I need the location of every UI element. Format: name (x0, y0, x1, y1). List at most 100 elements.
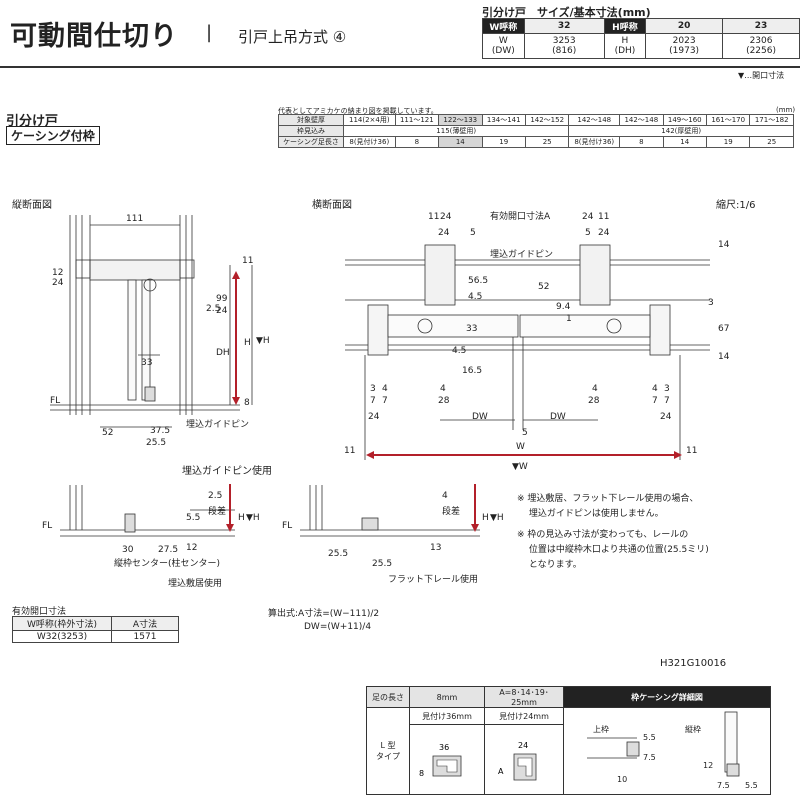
spec-cell: 8 (394, 136, 440, 148)
dw-label-1: DW (472, 412, 488, 422)
dw-label-2: DW (550, 412, 566, 422)
pin-label: 埋込ガイドピン (186, 419, 249, 430)
spec-cell: 142〜152 (524, 114, 570, 126)
note-line: ※ 埋込敷居、フラット下レール使用の場合、 (517, 494, 699, 504)
bt-d5-5a: 5.5 (643, 733, 656, 742)
spec-cell: 8(見付け36) (343, 136, 396, 148)
bt-d36: 36 (439, 743, 449, 752)
h-dim-28: 28 (438, 396, 450, 406)
h-dim-16-5: 16.5 (462, 366, 482, 376)
h-dim-4: 4 (382, 384, 388, 394)
dim-dh: DH (216, 348, 230, 358)
sub-h-2: H (482, 513, 489, 523)
sub-vh-2: ▼H (490, 513, 504, 523)
h-dim-4b: 4 (440, 384, 446, 394)
step-label-1: 段差 (208, 505, 226, 517)
bt-d5-5b: 5.5 (745, 781, 758, 790)
bt-casing-detail: 枠ケーシング詳細図 (563, 686, 771, 708)
sub-fl-2: FL (282, 521, 292, 531)
spec-cell: 115(薄壁用) (342, 125, 570, 137)
note-line: 埋込ガイドピンは使用しません。 (517, 509, 664, 519)
bt-d12: 12 (703, 761, 713, 770)
h-dim-4c: 4 (592, 384, 598, 394)
w-sub-value: 3253(816) (523, 33, 605, 59)
opening-col-a: A寸法 (111, 616, 179, 631)
h-dim-24e: 24 (368, 412, 380, 422)
spec-cell: 142(厚壁用) (568, 125, 794, 137)
bt-8mm: 8mm (409, 686, 485, 708)
rail-use-label: フラット下レール使用 (388, 573, 478, 585)
opening-row-a: 1571 (111, 630, 179, 643)
h-dim-14: 14 (718, 240, 730, 250)
spec-cell: 25 (524, 136, 570, 148)
h-dim-11b: 11 (598, 212, 609, 222)
note-line: となります。 (517, 560, 582, 570)
opening-row-w: W32(3253) (12, 630, 112, 643)
h-dim-24c: 24 (438, 228, 450, 238)
h-dim-11c: 11 (344, 446, 355, 456)
spec-cell: 8 (619, 136, 664, 148)
page-title: 可動間仕切り (10, 21, 178, 52)
vw-label: ▼W (512, 462, 528, 470)
w-label: W呼称 (482, 18, 525, 34)
horizontal-section-label: 横断面図 (312, 200, 352, 211)
dim-11: 11 (242, 256, 253, 266)
horizontal-section-drawing: 11 24 有効開口寸法A 24 11 24 5 5 24 埋込ガイドピン 14… (344, 210, 730, 470)
h-sub-value-20: 2023(1973) (645, 33, 724, 59)
spec-cell: 171〜182 (749, 114, 794, 126)
spec-table: 対象壁厚 114(2×4用) 111〜121 122〜133 134〜141 1… (278, 114, 794, 148)
h-value-23: 23 (722, 18, 800, 34)
h-dim-11d: 11 (686, 446, 697, 456)
h-sub-value-23: 2306(2256) (722, 33, 800, 59)
sub-d5-5: 5.5 (186, 513, 200, 523)
h-dim-4-5: 4.5 (468, 292, 482, 302)
sub-d13: 13 (430, 543, 441, 553)
spec-cell: 19 (481, 136, 526, 148)
sub-d30: 30 (122, 545, 134, 555)
size-table: W呼称 32 H呼称 20 23 W(DW) 3253(816) H(DH) 2… (482, 18, 800, 59)
spec-cell: 19 (705, 136, 751, 148)
bt-detail-cell: 上枠 5.5 7.5 10 縦枠 12 7.5 5.5 (563, 707, 771, 795)
dim-2-5: 2.5 (206, 304, 220, 314)
formula: 算出式:A寸法=(W−111)/2 DW=(W+11)/4 (268, 608, 379, 634)
sub-d25-5a: 25.5 (328, 549, 348, 559)
h-dim-28b: 28 (588, 396, 600, 406)
sub-vh-1: ▼H (246, 513, 260, 523)
h-dim-11: 11 (428, 212, 439, 222)
sub-h-1: H (238, 513, 245, 523)
h-dim-56-5: 56.5 (468, 276, 488, 286)
h-dim-7b: 7 (382, 396, 388, 406)
title-divider: | (206, 22, 213, 43)
h-dim-7c: 7 (652, 396, 658, 406)
pin-use-label: 埋込ガイドピン使用 (182, 466, 272, 477)
page-subtitle: 引戸上吊方式 ④ (238, 28, 347, 46)
product-type: 引分け戸 (6, 114, 59, 129)
drawing-code: H321G10016 (660, 658, 727, 669)
h-value-20: 20 (645, 18, 724, 34)
casing-detail-drawing: 上枠 5.5 7.5 10 縦枠 12 7.5 5.5 (587, 711, 758, 790)
vertical-section-label: 縦断面図 (12, 200, 52, 211)
h-dim-3: 3 (708, 298, 714, 308)
dim-12: 12 (52, 268, 63, 278)
note-line: 位置は中縦枠木口より共通の位置(25.5ミリ) (517, 545, 709, 555)
formula-line-1: 算出式:A寸法=(W−111)/2 (268, 609, 380, 619)
w-label: W (516, 442, 525, 452)
h-dim-9-4: 9.4 (556, 302, 571, 312)
h-dim-5b: 5 (585, 228, 591, 238)
opening-note: ▼…開口寸法 (738, 71, 785, 80)
bt-ltype: L 型タイプ (366, 707, 410, 795)
step-label-2: 段差 (442, 505, 460, 517)
sub-fl-1: FL (42, 521, 52, 531)
spec-cell: 111〜121 (394, 114, 440, 126)
h-dim-4-5b: 4.5 (452, 346, 466, 356)
h-dim-67: 67 (718, 324, 729, 334)
opening-a-label: 有効開口寸法A (490, 210, 551, 222)
scale-label: 縮尺:1/6 (716, 200, 756, 211)
sill-use-label: 埋込敷居使用 (168, 577, 222, 589)
spec-cell: 25 (749, 136, 794, 148)
dim-99: 99 (216, 294, 228, 304)
h-dim-7: 7 (370, 396, 376, 406)
sub-d4: 4 (442, 491, 448, 501)
spec-unit: (mm) (776, 106, 796, 114)
fl-label: FL (50, 396, 60, 406)
